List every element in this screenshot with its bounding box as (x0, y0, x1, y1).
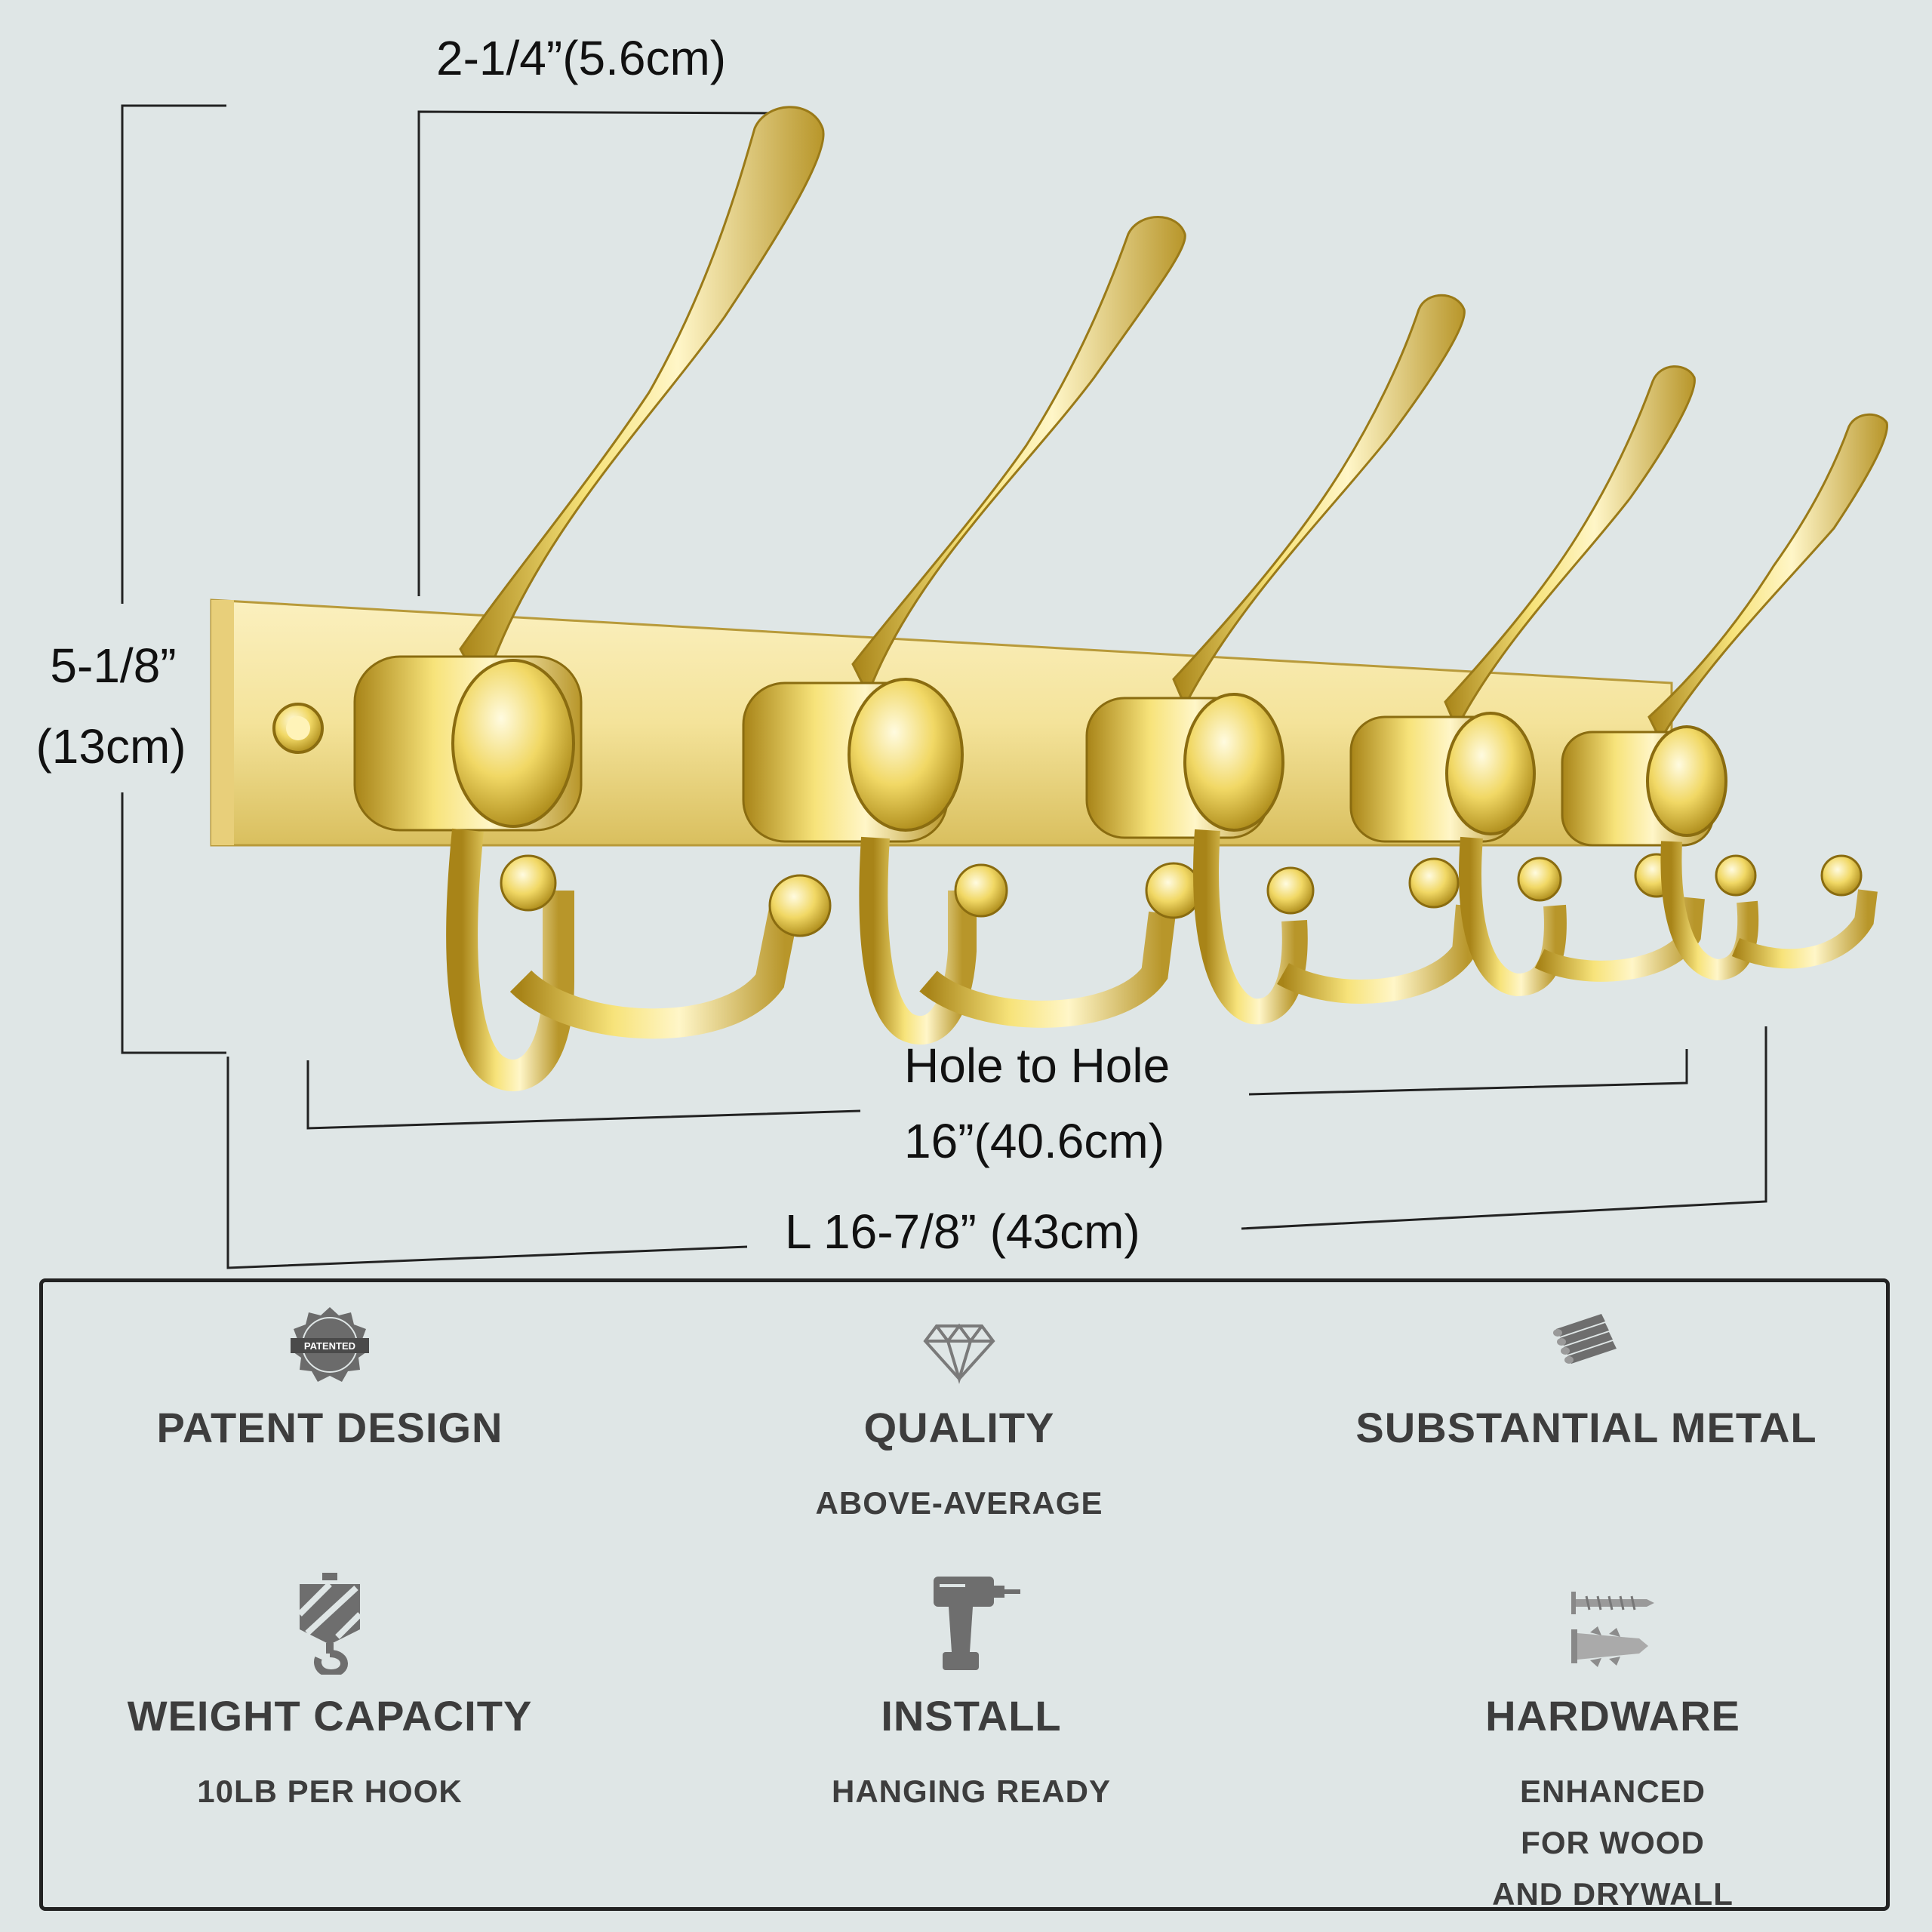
feature-subtitle: ENHANCED FOR WOOD AND DRYWALL (1326, 1766, 1900, 1920)
feature-substantial-metal: SUBSTANTIAL METAL (1300, 1303, 1873, 1452)
width-dimension-label: 2-1/4”(5.6cm) (436, 31, 727, 85)
feature-subtitle-line: AND DRYWALL (1492, 1876, 1734, 1912)
feature-title: INSTALL (881, 1692, 1062, 1740)
feature-title: HARDWARE (1485, 1692, 1740, 1740)
hook-3 (1085, 294, 1480, 1025)
screw-anchor-icon (1571, 1592, 1654, 1667)
diamond-icon (923, 1323, 995, 1384)
crane-hook-icon (297, 1573, 362, 1675)
metal-bars-icon (1553, 1314, 1617, 1364)
features-panel: PATENTED PATENT DESIGN QUALITY ABOVE-AVE… (39, 1278, 1890, 1912)
height-dimension-label-line2: (13cm) (35, 719, 186, 774)
feature-patent-design: PATENTED PATENT DESIGN (43, 1303, 617, 1452)
overall-length-label: L 16-7/8” (43cm) (785, 1204, 1140, 1259)
hole-to-hole-label-line2: 16”(40.6cm) (904, 1114, 1164, 1168)
hook-1 (353, 106, 832, 1091)
hole-to-hole-label-line1: Hole to Hole (904, 1038, 1171, 1093)
product-diagram: 2-1/4”(5.6cm) 5-1/8” (13cm) Hole to Hole… (35, 31, 1888, 1269)
feature-subtitle-line: ENHANCED (1519, 1774, 1706, 1809)
feature-quality: QUALITY ABOVE-AVERAGE (672, 1303, 1246, 1529)
feature-install: INSTALL HANGING READY (685, 1569, 1258, 1817)
coat-rack-illustration (121, 104, 1888, 1269)
feature-title: SUBSTANTIAL METAL (1355, 1404, 1817, 1451)
feature-subtitle-line: FOR WOOD (1521, 1825, 1705, 1860)
feature-subtitle: ABOVE-AVERAGE (815, 1485, 1103, 1521)
height-dimension-label-line1: 5-1/8” (50, 638, 177, 693)
feature-weight-capacity: WEIGHT CAPACITY 10LB PER HOOK (43, 1569, 617, 1817)
feature-subtitle: HANGING READY (831, 1774, 1112, 1809)
drill-icon (934, 1577, 1020, 1670)
patented-seal-icon: PATENTED (291, 1307, 369, 1382)
feature-hardware: HARDWARE ENHANCED FOR WOOD AND DRYWALL (1326, 1569, 1900, 1920)
feature-title: QUALITY (863, 1404, 1055, 1451)
feature-subtitle: 10LB PER HOOK (197, 1774, 463, 1809)
hook-2 (742, 216, 1202, 1044)
feature-title: WEIGHT CAPACITY (127, 1692, 533, 1740)
hook-5 (1561, 413, 1888, 981)
feature-title: PATENT DESIGN (156, 1404, 503, 1451)
seal-text: PATENTED (304, 1340, 355, 1352)
